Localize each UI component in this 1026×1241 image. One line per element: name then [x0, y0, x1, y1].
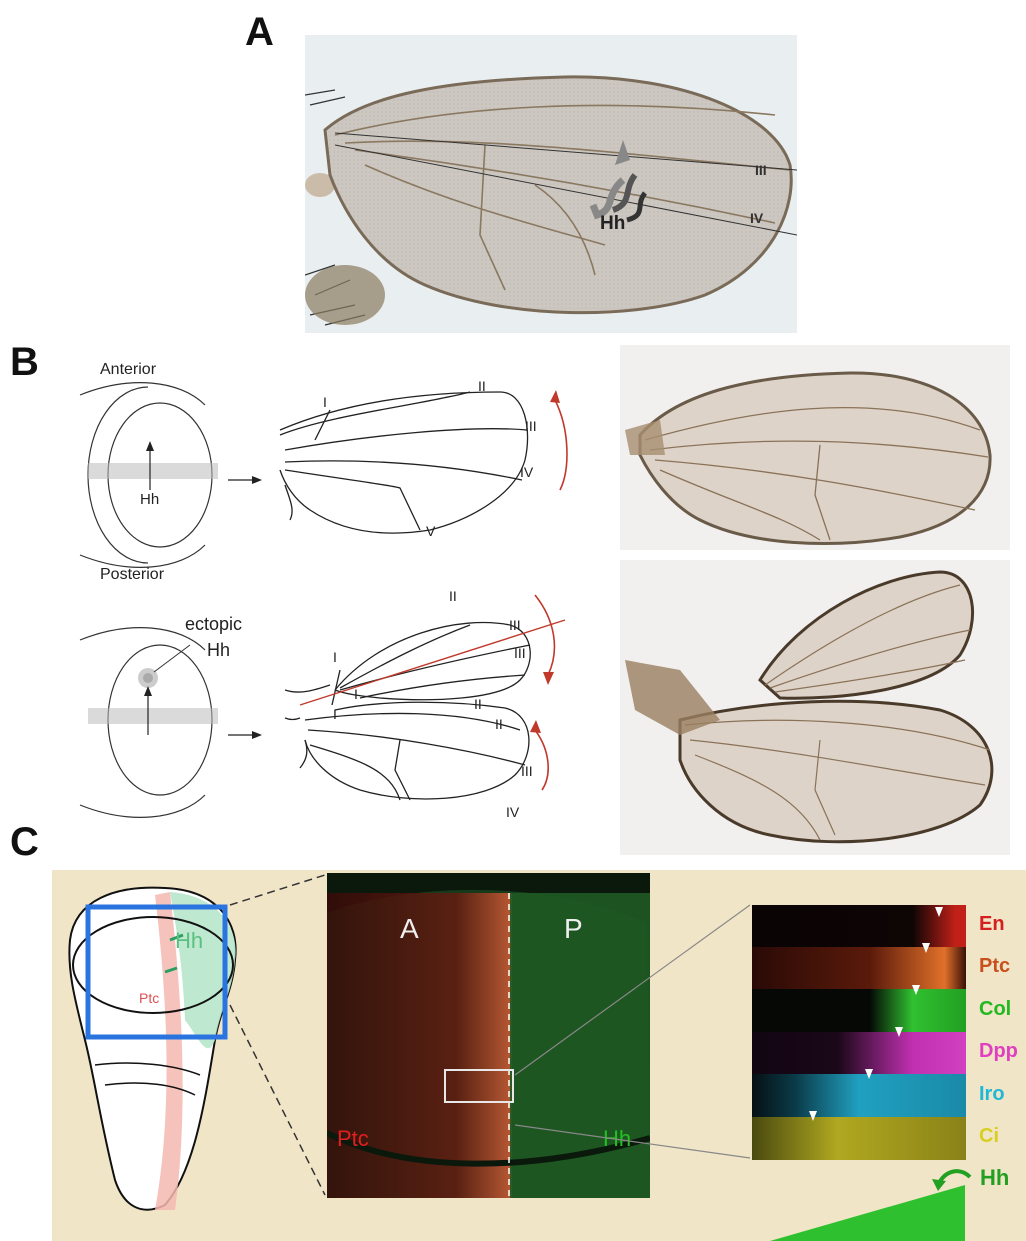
bottom-lower-vein-i: I [333, 706, 337, 722]
bottom-upper-vein-i-b: I [354, 686, 358, 702]
vein-iii-label: III [755, 162, 767, 178]
boundary-arrowheads [752, 905, 966, 1160]
anterior-label: Anterior [100, 361, 156, 379]
disc-diagram-bottom [70, 600, 280, 840]
gradient-hh-label: Hh [980, 1165, 1009, 1191]
bottom-upper-vein-i: I [333, 649, 337, 665]
top-vein-v: V [426, 523, 435, 539]
wing-photo-top-svg [620, 345, 1010, 550]
wing-diagram-top [270, 370, 570, 550]
hh-signal-label: Hh [600, 213, 625, 235]
strip-label-ci: Ci [979, 1125, 999, 1148]
bottom-lower-vein-iii: III [521, 763, 533, 779]
panel-b-wing-photo-bottom [620, 560, 1010, 855]
top-vein-iii: III [525, 418, 537, 434]
marker-strips [752, 905, 966, 1160]
bottom-upper-vein-ii: II [449, 588, 457, 604]
panel-b-wing-photo-top [620, 345, 1010, 550]
top-vein-ii: II [478, 378, 486, 394]
top-vein-i: I [323, 394, 327, 410]
confocal-ptc-label: Ptc [337, 1126, 369, 1152]
disc-hh-label: Hh [140, 491, 159, 508]
ectopic-hh-label: Hh [207, 640, 230, 661]
strip-label-col: Col [979, 998, 1011, 1021]
cartoon-ptc-label: Ptc [139, 990, 159, 1006]
wing-photo-a-svg [305, 35, 797, 333]
panel-b-letter: B [10, 340, 39, 385]
wing-photo-bottom-svg [620, 560, 1010, 855]
bottom-upper-vein-iii-b: III [514, 645, 526, 661]
cartoon-hh-label: Hh [175, 928, 203, 954]
ectopic-label: ectopic [185, 614, 242, 635]
vein-iv-label: IV [750, 210, 763, 226]
panel-a-letter: A [245, 10, 274, 55]
strip-label-iro: Iro [979, 1083, 1005, 1106]
strip-label-ptc: Ptc [979, 955, 1010, 978]
disc-diagram-top [70, 355, 280, 595]
panel-a-wing-photo: III IV Hh [305, 35, 797, 333]
wing-diagram-bottom [280, 590, 580, 830]
bottom-upper-vein-iii-a: III [509, 617, 521, 633]
strip-label-en: En [979, 913, 1005, 936]
top-vein-iv: IV [520, 464, 533, 480]
posterior-label: Posterior [100, 566, 164, 584]
bottom-upper-vein-ii-b: II [474, 696, 482, 712]
bottom-lower-vein-ii: II [495, 716, 503, 732]
bottom-lower-vein-iv: IV [506, 804, 519, 820]
strip-label-dpp: Dpp [979, 1040, 1018, 1063]
zoom-connector-lines [225, 870, 335, 1200]
strip-connector-lines [510, 900, 760, 1160]
confocal-a-label: A [400, 913, 419, 945]
panel-c-letter: C [10, 820, 39, 865]
